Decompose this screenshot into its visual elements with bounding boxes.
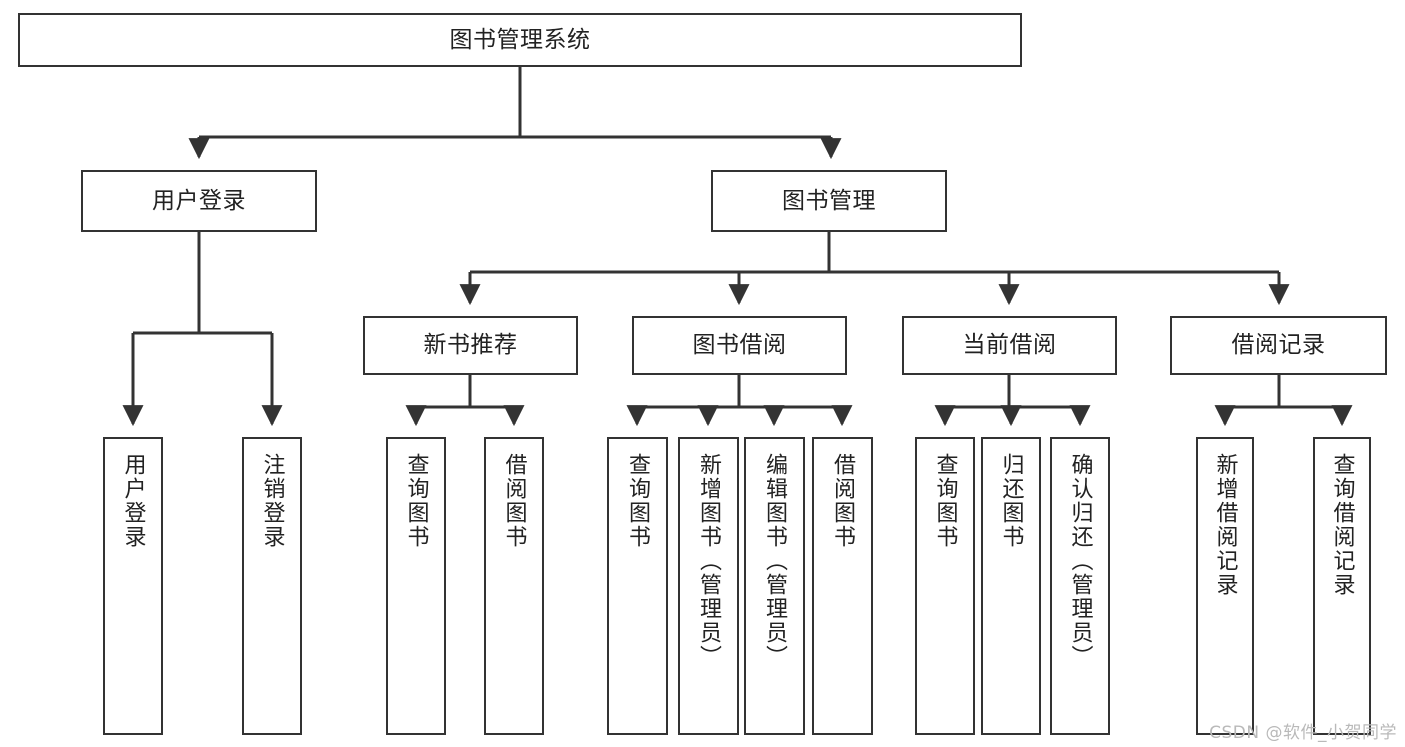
node-book-borrow[interactable]: 图书借阅 [632,316,847,375]
node-current-confirm-return-label: 确认归还（管理员） [1067,453,1093,669]
node-user-login-login[interactable]: 用户登录 [103,437,163,735]
node-current-borrow[interactable]: 当前借阅 [902,316,1117,375]
node-recommend-query-book[interactable]: 查询图书 [386,437,446,735]
node-user-login[interactable]: 用户登录 [81,170,317,232]
node-borrow-borrow-book-label: 借阅图书 [830,453,856,549]
node-borrow-add-book-label: 新增图书（管理员） [696,453,722,669]
node-current-borrow-label: 当前借阅 [962,332,1057,359]
node-recommend-borrow-book-label: 借阅图书 [501,453,527,549]
node-borrow-add-book[interactable]: 新增图书（管理员） [678,437,739,735]
node-recommend-query-book-label: 查询图书 [403,453,429,549]
node-user-login-login-label: 用户登录 [120,453,146,549]
node-borrow-query-book[interactable]: 查询图书 [607,437,668,735]
node-borrow-record[interactable]: 借阅记录 [1170,316,1387,375]
node-record-query-record[interactable]: 查询借阅记录 [1313,437,1371,735]
node-new-book-recommend[interactable]: 新书推荐 [363,316,578,375]
node-borrow-borrow-book[interactable]: 借阅图书 [812,437,873,735]
node-book-management-label: 图书管理 [782,187,876,214]
node-new-book-recommend-label: 新书推荐 [423,332,518,359]
node-current-return-book[interactable]: 归还图书 [981,437,1041,735]
node-book-management[interactable]: 图书管理 [711,170,947,232]
node-current-query-book[interactable]: 查询图书 [915,437,975,735]
node-user-login-logout[interactable]: 注销登录 [242,437,302,735]
node-recommend-borrow-book[interactable]: 借阅图书 [484,437,544,735]
csdn-watermark: CSDN @软件_小贺同学 [1209,723,1397,743]
node-record-query-record-label: 查询借阅记录 [1329,453,1355,597]
node-user-login-logout-label: 注销登录 [259,453,285,549]
node-current-query-book-label: 查询图书 [932,453,958,549]
node-borrow-edit-book[interactable]: 编辑图书（管理员） [744,437,805,735]
node-current-return-book-label: 归还图书 [998,453,1024,549]
node-borrow-edit-book-label: 编辑图书（管理员） [762,453,788,669]
node-record-add-record-label: 新增借阅记录 [1212,453,1238,597]
node-root[interactable]: 图书管理系统 [18,13,1022,67]
node-root-label: 图书管理系统 [449,26,591,53]
node-current-confirm-return[interactable]: 确认归还（管理员） [1050,437,1110,735]
node-borrow-record-label: 借阅记录 [1231,332,1326,359]
node-book-borrow-label: 图书借阅 [692,332,787,359]
node-user-login-label: 用户登录 [152,187,246,214]
node-record-add-record[interactable]: 新增借阅记录 [1196,437,1254,735]
node-borrow-query-book-label: 查询图书 [625,453,651,549]
